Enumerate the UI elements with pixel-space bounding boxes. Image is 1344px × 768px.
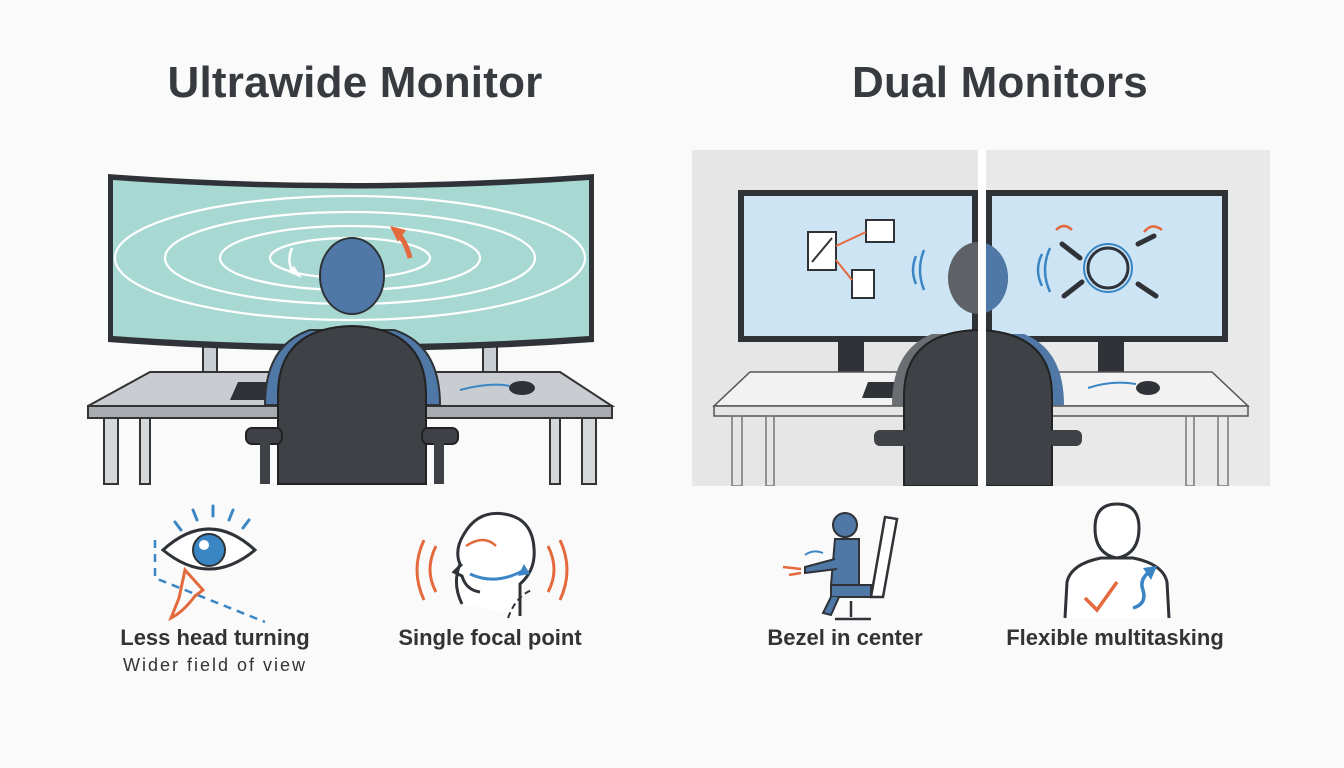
feature-flexible-multitasking: Flexible multitasking — [990, 500, 1240, 651]
mouse — [1136, 381, 1160, 395]
office-chair — [277, 324, 427, 485]
mouse — [509, 381, 535, 395]
ultrawide-scene — [80, 150, 640, 490]
flowchart-node-icon — [865, 219, 895, 243]
seated-person-icon — [782, 512, 899, 621]
feature-sublabel: Wider field of view — [122, 655, 308, 675]
flowchart-node-icon — [851, 269, 875, 299]
feature-label: Bezel in center — [767, 625, 923, 650]
checkmark-icon — [1083, 580, 1119, 613]
monitor-left-screen — [744, 196, 972, 336]
gear-circle-icon — [1086, 246, 1130, 290]
person-head — [319, 237, 385, 315]
feature-label: Single focal point — [398, 625, 582, 650]
feature-bezel-in-center: Bezel in center — [730, 505, 960, 651]
eye-icon — [153, 504, 266, 624]
feature-label: Flexible multitasking — [1006, 625, 1224, 650]
monitor-right-screen — [992, 196, 1222, 336]
head-profile-icon — [415, 511, 569, 619]
curved-arrow-icon — [1132, 570, 1151, 610]
ultrawide-title: Ultrawide Monitor — [167, 58, 543, 107]
dual-monitors-title: Dual Monitors — [852, 58, 1148, 107]
center-bezel-divider — [978, 150, 986, 486]
feature-label: Less head turning — [120, 625, 310, 650]
feature-single-focal-point: Single focal point — [370, 500, 610, 651]
dual-monitors-scene — [692, 150, 1270, 487]
person-bust-icon — [1063, 502, 1171, 619]
feature-less-head-turning: Less head turning Wider field of view — [90, 500, 340, 676]
desk-leg — [103, 417, 119, 485]
